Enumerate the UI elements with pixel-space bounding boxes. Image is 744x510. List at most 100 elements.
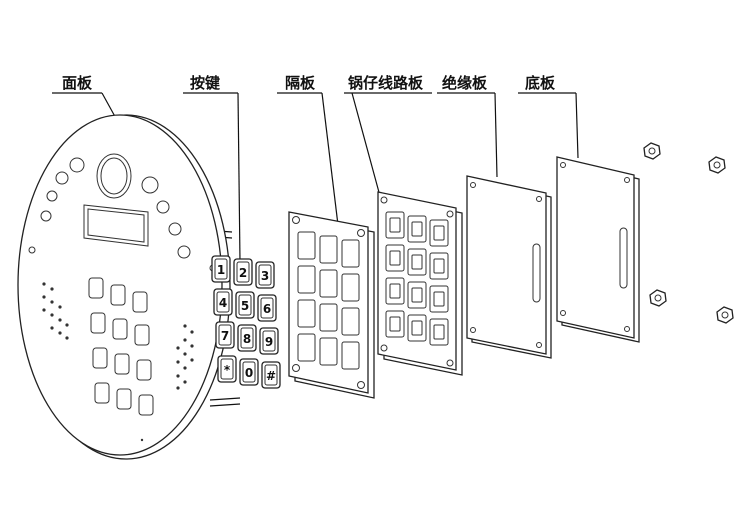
dome-pcb [377, 191, 463, 376]
label-panel-group: 面板 [52, 74, 119, 123]
panel-hole [177, 245, 191, 259]
key-label: 0 [245, 366, 253, 380]
key-label: * [224, 363, 231, 377]
label-insulator: 绝缘板 [442, 74, 488, 92]
spacer-mount-hole [357, 229, 365, 237]
panel-hole [46, 190, 58, 202]
insulation-slot [532, 243, 541, 303]
spacer-mount-hole [292, 364, 300, 372]
spacer-mount-hole [292, 216, 300, 224]
spacer-plate [288, 211, 375, 399]
key-label: 5 [241, 299, 249, 313]
panel-key-opening [138, 394, 154, 416]
key: 8 [237, 324, 257, 352]
key: 4 [213, 288, 233, 316]
pcb-mount-hole [380, 196, 388, 204]
panel-speaker-left [42, 282, 69, 340]
panel-key-opening [92, 347, 108, 369]
label-spacer-leader [321, 92, 339, 226]
base-plate [556, 156, 640, 343]
insulation-board [466, 175, 552, 359]
key: 7 [215, 321, 235, 349]
panel-key-opening [114, 353, 130, 375]
pcb-mount-hole [446, 359, 454, 367]
key: * [217, 355, 237, 383]
panel-hole [69, 157, 85, 173]
face-panel [17, 114, 241, 460]
label-pcb-leader [351, 92, 381, 197]
panel-key-opening [116, 388, 132, 410]
label-insulator-group: 绝缘板 [437, 74, 498, 178]
key: 9 [259, 327, 279, 355]
label-keys: 按键 [190, 74, 220, 92]
panel-display-window-inner [87, 208, 145, 243]
label-pcb-group: 锅仔线路板 [344, 74, 432, 197]
label-panel: 面板 [62, 74, 93, 92]
label-base-leader [575, 92, 579, 159]
insulation-hole [470, 327, 476, 333]
insulation-face [466, 175, 547, 355]
key-label: 6 [263, 302, 271, 316]
panel-hole [28, 246, 36, 254]
key-label: 9 [265, 335, 273, 349]
key: 1 [211, 255, 231, 283]
label-pcb: 锅仔线路板 [348, 74, 424, 92]
label-keys-leader [237, 92, 241, 263]
spacer-mount-hole [357, 381, 365, 389]
base-hole [560, 162, 566, 168]
base-slot [619, 227, 628, 289]
spacer-cutouts [297, 231, 360, 370]
label-keys-group: 按键 [183, 74, 241, 263]
hex-nut [643, 142, 661, 160]
key-label: 7 [221, 329, 229, 343]
label-base-group: 底板 [518, 74, 579, 159]
pcb-mount-hole [446, 210, 454, 218]
key: 3 [255, 261, 275, 289]
key: 0 [239, 358, 259, 386]
key-label: 2 [239, 266, 247, 280]
panel-key-opening [94, 382, 110, 404]
base-hole [560, 310, 566, 316]
panel-stud [209, 403, 241, 407]
base-face [556, 156, 635, 339]
pcb-mount-hole [380, 344, 388, 352]
keypad-keys: 1 2 3 4 5 6 7 8 [211, 255, 281, 389]
panel-hole [55, 171, 69, 185]
key: 5 [235, 291, 255, 319]
key: 6 [257, 294, 277, 322]
panel-hole [141, 176, 159, 194]
label-base: 底板 [525, 74, 556, 92]
pcb-domes [385, 211, 449, 346]
label-insulator-leader [494, 92, 498, 178]
key-label: 1 [217, 263, 225, 277]
panel-large-hole-inner [100, 157, 128, 195]
panel-key-opening [90, 312, 106, 334]
base-hole [624, 177, 630, 183]
panel-key-opening [110, 284, 126, 306]
panel-hole [40, 210, 52, 222]
key-label: 4 [219, 296, 227, 310]
insulation-hole [536, 342, 542, 348]
key-label: 8 [243, 332, 251, 346]
label-spacer-group: 隔板 [277, 74, 339, 226]
base-hole [624, 326, 630, 332]
key-label: # [266, 369, 276, 383]
panel-hole [168, 222, 182, 236]
panel-stud [209, 397, 241, 401]
panel-mark [140, 438, 144, 442]
panel-hole [156, 200, 170, 214]
panel-key-opening [136, 359, 152, 381]
panel-key-opening [134, 324, 150, 346]
key: # [261, 361, 281, 389]
insulation-hole [536, 196, 542, 202]
key: 2 [233, 258, 253, 286]
hex-nut [716, 306, 734, 324]
panel-speaker-right [176, 324, 194, 390]
label-spacer: 隔板 [285, 74, 316, 92]
panel-key-opening [112, 318, 128, 340]
panel-key-opening [88, 277, 104, 299]
hex-nut [649, 289, 667, 307]
insulation-hole [470, 182, 476, 188]
